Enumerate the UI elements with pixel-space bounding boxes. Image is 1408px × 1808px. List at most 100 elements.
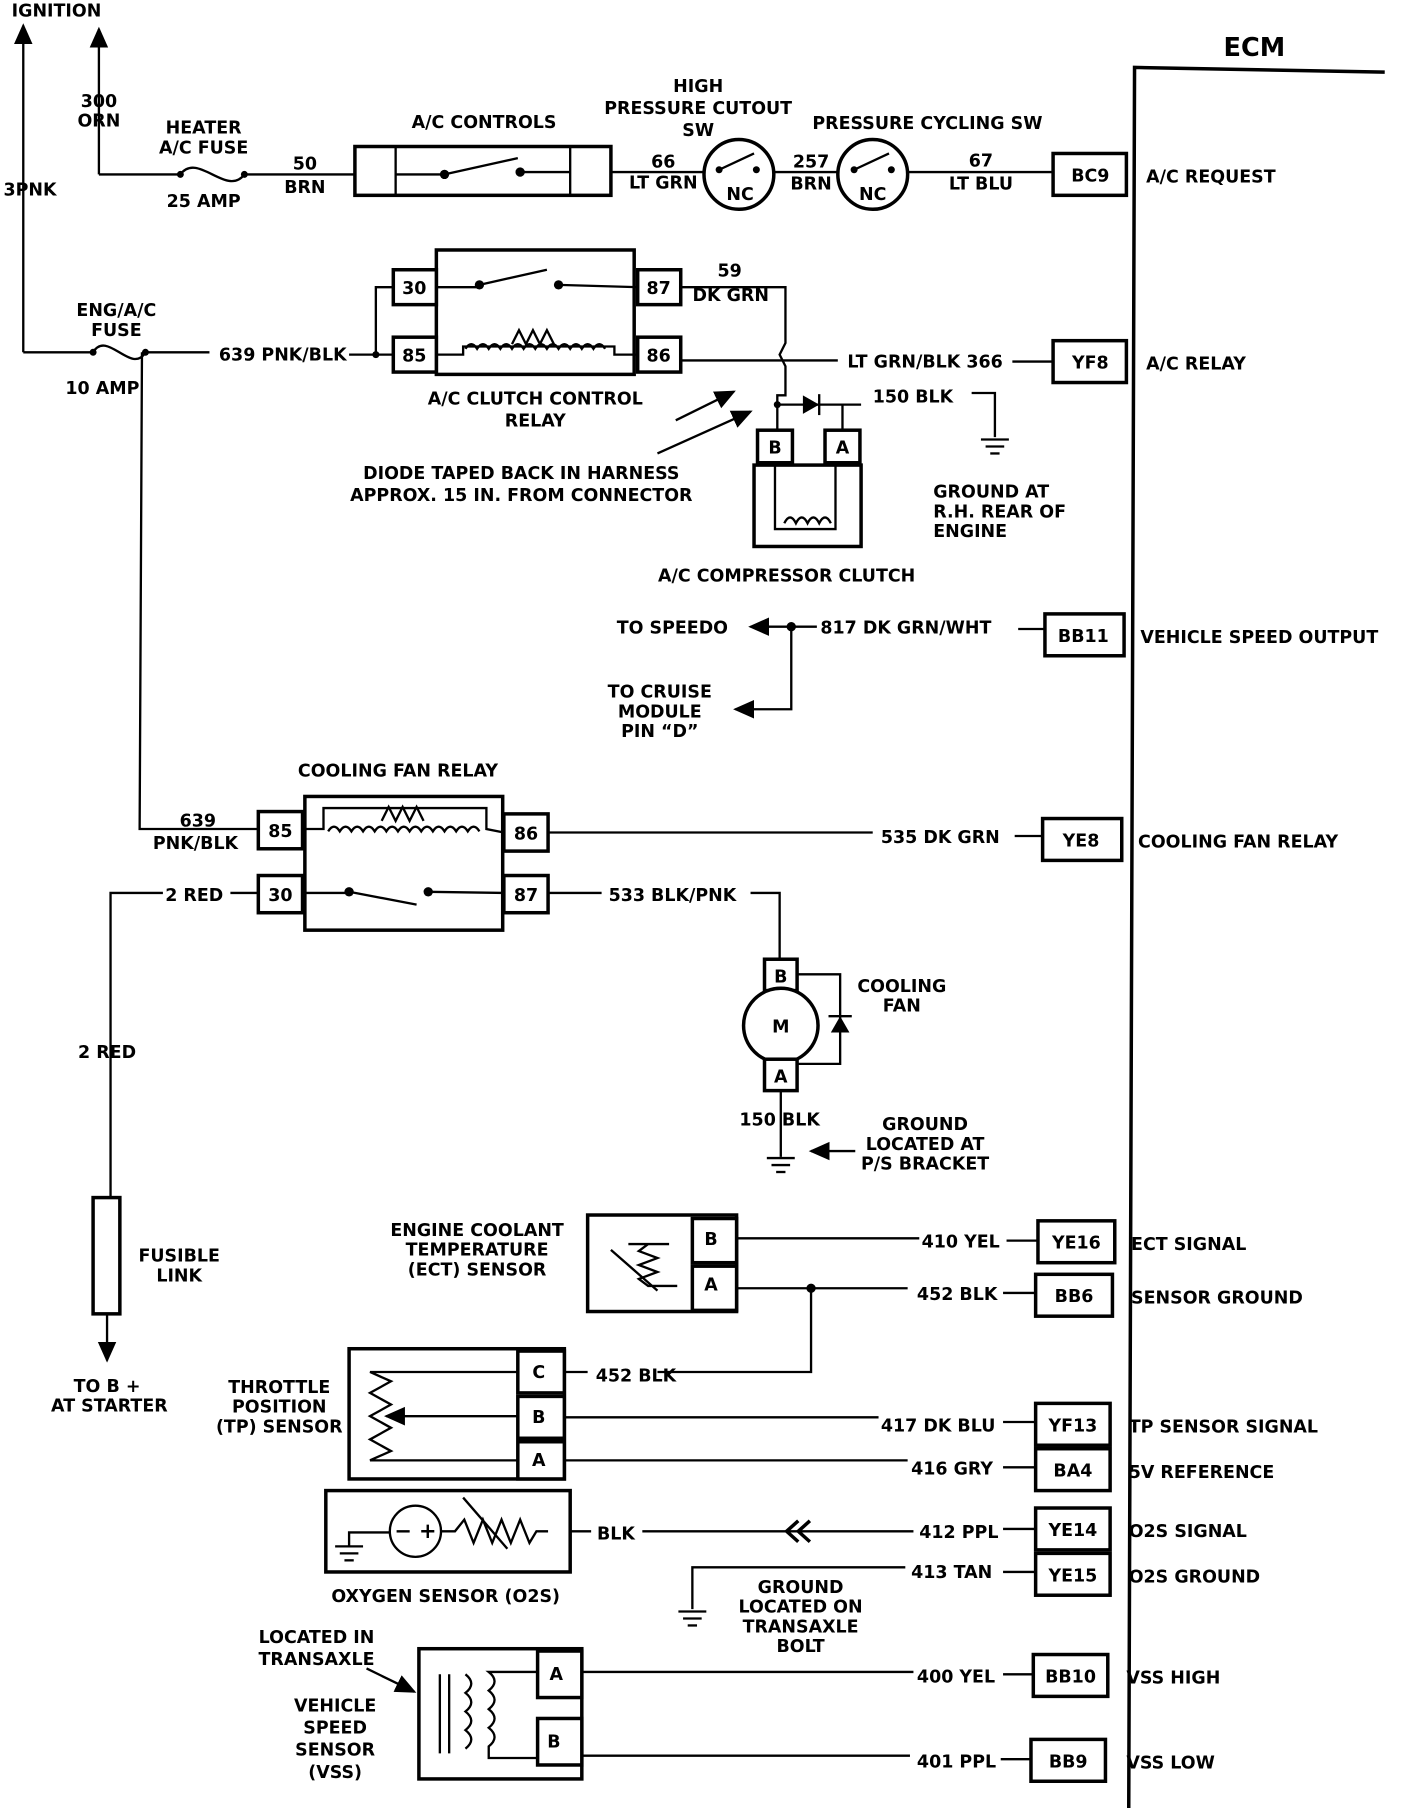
fan-ground-label: GROUND <box>882 1115 968 1135</box>
o2s-ground-label: GROUND <box>758 1578 844 1598</box>
diode-icon <box>802 395 820 414</box>
vss-label3: SENSOR <box>295 1741 375 1761</box>
wire-533: 533 BLK/PNK <box>609 886 738 906</box>
o2s-label: OXYGEN SENSOR (O2S) <box>331 1587 560 1607</box>
ecm-pin-bb11: BB11 VEHICLE SPEED OUTPUT <box>1043 612 1378 658</box>
pin-id: BB11 <box>1058 627 1109 647</box>
wire-150-blk: 150 BLK <box>873 387 955 407</box>
hp-label2: PRESSURE CUTOUT <box>604 99 792 119</box>
vss-location: LOCATED IN <box>259 1628 375 1648</box>
terminal-a: A <box>704 1276 718 1296</box>
wire-2-red-b: 2 RED <box>78 1043 136 1063</box>
cooling-fan-circuit: 639 PNK/BLK COOLING FAN RELAY 85 30 86 8… <box>109 352 1043 1198</box>
pin-name: VSS HIGH <box>1126 1669 1220 1689</box>
fan-ground-label3: P/S BRACKET <box>861 1155 989 1175</box>
terminal-a: A <box>836 438 850 458</box>
ground-icon <box>677 1610 708 1627</box>
wire-67: 67 <box>969 151 993 171</box>
wire-3pnk: 3PNK <box>3 180 58 200</box>
wire-pnk-blk: PNK/BLK <box>153 834 240 854</box>
ect-label: ENGINE COOLANT <box>390 1221 564 1241</box>
pin-id: BB6 <box>1055 1287 1094 1307</box>
ac-request-circuit: IGNITION 3PNK 300 ORN HEATER A/C FUSE 25… <box>3 1 1054 353</box>
pin-name: COOLING FAN RELAY <box>1138 833 1338 853</box>
clutch-relay-label: A/C CLUTCH CONTROL <box>428 390 643 410</box>
hp-label1: HIGH <box>673 77 723 97</box>
pin-name: SENSOR GROUND <box>1131 1288 1303 1308</box>
ecm-title: ECM <box>1224 33 1286 63</box>
ground-label2: R.H. REAR OF <box>933 502 1066 522</box>
wire-535: 535 DK GRN <box>881 828 1000 848</box>
pin-name: VSS LOW <box>1126 1753 1214 1773</box>
fusible-label: FUSIBLE <box>138 1247 219 1267</box>
wire-639: 639 PNK/BLK <box>219 345 348 365</box>
wire-452: 452 BLK <box>917 1285 999 1305</box>
tp-label: THROTTLE <box>228 1378 330 1398</box>
fusible-label2: LINK <box>156 1266 203 1286</box>
ecm-pin-bb10: BB10 VSS HIGH <box>1031 1652 1220 1699</box>
heater-fuse-name2: A/C FUSE <box>159 138 248 158</box>
wire-639b: 639 <box>180 812 216 832</box>
wire-66: 66 <box>651 152 675 172</box>
relay-coil-icon <box>327 825 481 834</box>
to-b-label: TO B + <box>74 1377 141 1397</box>
wire-150-blk: 150 BLK <box>739 1111 821 1131</box>
pin-id: BB10 <box>1045 1667 1096 1687</box>
vss-label: VEHICLE <box>294 1697 376 1717</box>
o2s-ground-label2: LOCATED ON <box>739 1598 863 1618</box>
terminal-a: A <box>774 1067 788 1087</box>
ecm-pin-ba4: BA4 5V REFERENCE <box>1033 1446 1275 1493</box>
wire-lt-blu: LT BLU <box>949 175 1013 195</box>
pin-id: YF8 <box>1071 354 1109 374</box>
wire-300: 300 <box>81 92 117 112</box>
wire-400: 400 YEL <box>917 1667 995 1687</box>
ect-label3: (ECT) SENSOR <box>408 1260 547 1280</box>
pin-id: BA4 <box>1053 1462 1092 1482</box>
ac-compressor-clutch: B A A/C COMPRESSOR CLUTCH <box>658 428 915 586</box>
high-pressure-cutout-switch: NC HIGH PRESSURE CUTOUT SW <box>604 77 792 212</box>
wire-59: 59 <box>717 262 741 282</box>
pin-name: 5V REFERENCE <box>1129 1463 1275 1483</box>
contact-nc2: NC <box>859 185 886 205</box>
wire-brn: BRN <box>284 178 325 198</box>
terminal-87: 87 <box>514 886 538 906</box>
wire-417: 417 DK BLU <box>881 1416 996 1436</box>
diode-icon <box>830 1016 850 1033</box>
fan-ground-label2: LOCATED AT <box>866 1135 985 1155</box>
wire-50: 50 <box>293 155 317 175</box>
cruise-label3: PIN “D” <box>621 722 698 742</box>
fan-label2: FAN <box>883 997 921 1017</box>
cruise-label: TO CRUISE <box>608 683 712 703</box>
motor-icon: M <box>772 1017 789 1037</box>
diode-note: DIODE TAPED BACK IN HARNESS <box>363 464 679 484</box>
vss-location2: TRANSAXLE <box>259 1650 375 1670</box>
terminal-30: 30 <box>268 886 292 906</box>
ignition-label: IGNITION <box>12 1 102 21</box>
wire-366: LT GRN/BLK 366 <box>847 352 1002 372</box>
eng-fuse-rating: 10 AMP <box>65 379 139 399</box>
speed-output-circuit: 817 DK GRN/WHT TO SPEEDO TO CRUISE MODUL… <box>608 617 1045 742</box>
fan-relay-label: COOLING FAN RELAY <box>298 762 498 782</box>
wire-brn2: BRN <box>790 175 831 195</box>
diode-note2: APPROX. 15 IN. FROM CONNECTOR <box>350 486 693 506</box>
pin-name: VEHICLE SPEED OUTPUT <box>1140 628 1378 648</box>
terminal-b: B <box>774 967 787 987</box>
ac-clutch-circuit: ENG/A/C FUSE 10 AMP 639 PNK/BLK 30 85 87… <box>23 248 1066 586</box>
terminal-a: A <box>549 1665 563 1685</box>
terminal-b: B <box>532 1408 545 1428</box>
pin-name: O2S SIGNAL <box>1129 1522 1247 1542</box>
wire-257: 257 <box>793 152 829 172</box>
pin-id: BB9 <box>1049 1752 1088 1772</box>
cruise-label2: MODULE <box>618 702 702 722</box>
clutch-relay-label2: RELAY <box>505 412 566 432</box>
vss-label2: SPEED <box>303 1719 367 1739</box>
pin-id: YE16 <box>1051 1234 1101 1254</box>
terminal-b: B <box>768 438 781 458</box>
ect-label2: TEMPERATURE <box>406 1241 549 1261</box>
wire-416: 416 GRY <box>911 1459 993 1479</box>
